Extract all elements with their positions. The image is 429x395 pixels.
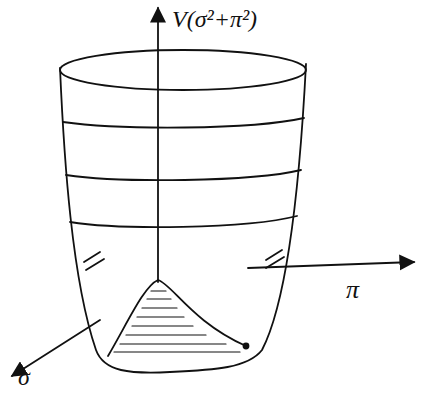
bowl-rim [60,50,306,90]
minimum-dot [244,344,249,349]
vertical-axis [157,8,159,282]
contour-line [70,216,297,227]
hump-hatching [114,291,240,352]
central-hump [108,280,246,356]
hatch-mark [84,252,104,270]
bowl-outline [60,64,306,373]
contour-line [66,170,301,180]
contour-line [63,118,304,128]
axis-label: σ [18,364,30,390]
potential-label: V(σ²+π²) [172,6,257,32]
hatch-mark [266,250,284,268]
axis-label: π [346,276,359,305]
